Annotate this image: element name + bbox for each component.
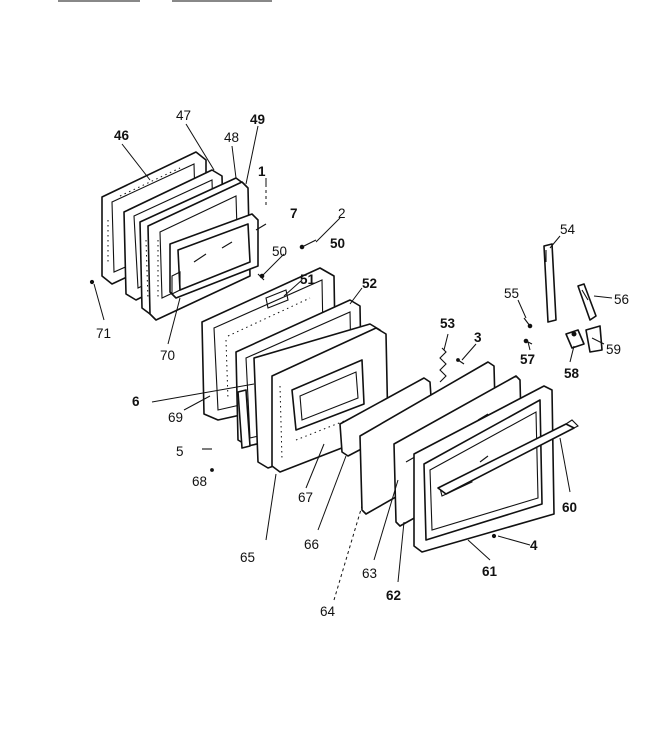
- hinge-bracket-56: [577, 283, 597, 321]
- callout-50-upper: 50: [272, 244, 287, 259]
- callout-labels: 46 47 48 49 1 7 2 50 50 51 52 71 70 6 69…: [96, 108, 629, 619]
- callout-6: 6: [132, 394, 140, 409]
- callout-69: 69: [168, 410, 183, 425]
- callout-66: 66: [304, 537, 319, 552]
- hinge-screw-55: [523, 317, 533, 329]
- screw-2: [299, 239, 317, 250]
- callout-55: 55: [504, 286, 519, 301]
- callout-4: 4: [530, 538, 538, 553]
- callout-7: 7: [290, 206, 298, 221]
- callout-52: 52: [362, 276, 377, 291]
- callout-57: 57: [520, 352, 535, 367]
- door-handle-60: [437, 419, 579, 495]
- callout-63: 63: [362, 566, 377, 581]
- callout-70: 70: [160, 348, 175, 363]
- callout-3: 3: [474, 330, 482, 345]
- callout-58: 58: [564, 366, 580, 381]
- clip-7: [255, 223, 267, 231]
- callout-54: 54: [560, 222, 576, 237]
- callout-48: 48: [224, 130, 239, 145]
- callout-50-lower: 50: [330, 236, 345, 251]
- screw-4: [491, 533, 497, 539]
- callout-1: 1: [258, 164, 266, 179]
- callout-53: 53: [440, 316, 456, 331]
- callout-49: 49: [250, 112, 265, 127]
- hinge-spring-53: [439, 347, 447, 383]
- callout-60: 60: [562, 500, 577, 515]
- callout-71: 71: [96, 326, 111, 341]
- callout-5: 5: [176, 444, 184, 459]
- screw-68: [210, 468, 214, 472]
- callout-61: 61: [482, 564, 498, 579]
- hinge-arm-54: [543, 243, 557, 323]
- leader-lines: [93, 123, 613, 601]
- callout-56: 56: [614, 292, 629, 307]
- callout-67: 67: [298, 490, 313, 505]
- callout-65: 65: [240, 550, 255, 565]
- callout-59: 59: [606, 342, 621, 357]
- callout-68: 68: [192, 474, 207, 489]
- callout-46: 46: [114, 128, 130, 143]
- screw-3: [456, 358, 465, 365]
- callout-64: 64: [320, 604, 336, 619]
- callout-47: 47: [176, 108, 191, 123]
- callout-62: 62: [386, 588, 401, 603]
- callout-51: 51: [300, 272, 316, 287]
- door-screw-71: [89, 279, 95, 285]
- callout-2: 2: [338, 206, 346, 221]
- hinge-roller-58: [565, 329, 585, 349]
- window-pack-70: [169, 213, 259, 299]
